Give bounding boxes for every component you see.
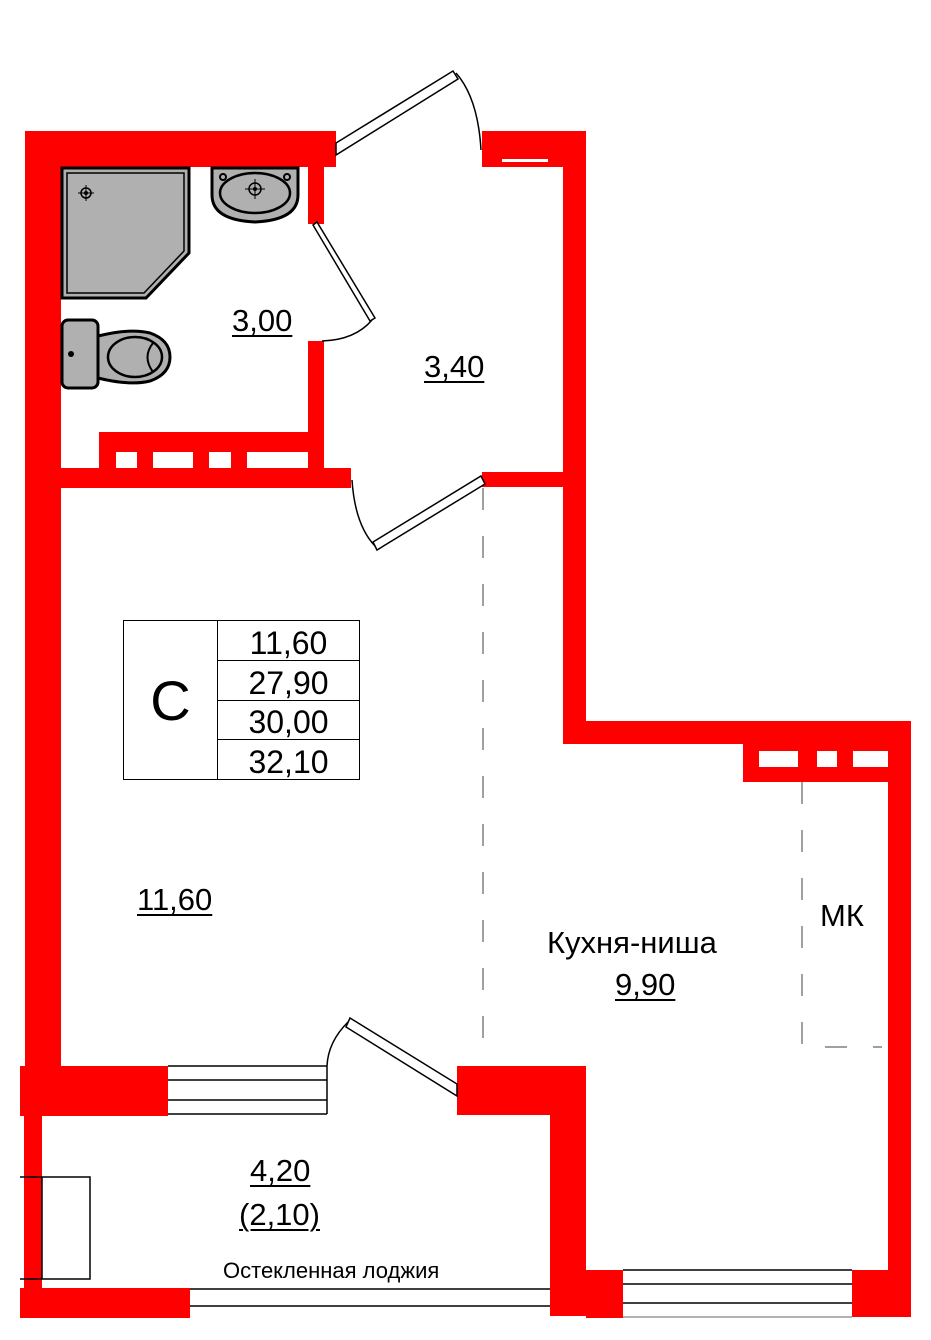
shaft-openings <box>119 159 888 767</box>
wall-living-bottom-left <box>20 1066 168 1116</box>
summary-area-without-loggia: 27,90 <box>218 661 359 701</box>
kitchen-area-label: 9,90 <box>615 967 676 1002</box>
entrance-door-swing-icon <box>335 69 482 157</box>
summary-values: 11,60 27,90 30,00 32,10 <box>218 621 359 779</box>
bathroom-area-label: 3,00 <box>232 303 293 338</box>
kitchen-window-icon <box>623 1269 852 1318</box>
doors <box>312 69 486 1098</box>
wall-right-outer <box>888 721 911 1317</box>
wall-loggia-left <box>24 1100 42 1318</box>
loggia-reduced-area-label: (2,10) <box>239 1197 320 1232</box>
bathroom-door-swing-icon <box>312 220 377 342</box>
wall-left-outer <box>25 131 61 1091</box>
wall-kitchen-bottom-left <box>586 1270 623 1318</box>
loggia-glazing-icon <box>190 1288 550 1307</box>
living-room-area-label: 11,60 <box>137 882 213 917</box>
summary-area-reduced: 30,00 <box>218 701 359 741</box>
summary-total-area: 32,10 <box>248 744 329 780</box>
loggia-cabinet <box>41 1176 91 1280</box>
toilet-icon <box>60 318 172 390</box>
wall-shaft-post-2 <box>137 432 153 472</box>
living-window-icon <box>168 1065 328 1115</box>
loggia-door-swing-icon <box>326 1016 458 1098</box>
wall-loggia-bottom-left <box>20 1288 190 1318</box>
wall-shaft-post-4 <box>231 432 247 472</box>
apartment-summary-table: С 11,60 27,90 30,00 32,10 <box>123 620 360 780</box>
loggia-name-label: Остекленная лоджия <box>223 1258 440 1283</box>
living-door-swing-icon <box>351 474 486 552</box>
wall-loggia-right <box>550 1066 586 1316</box>
wall-bathroom-partition-lower <box>308 341 324 476</box>
wall-bathroom-partition-upper <box>308 167 324 224</box>
apartment-type-label: С <box>124 621 218 779</box>
windows <box>20 1065 852 1318</box>
wall-shaft-post-1 <box>99 432 116 472</box>
hallway-area-label: 3,40 <box>424 349 485 384</box>
wall-kitchen-bottom-right <box>852 1270 911 1317</box>
wall-bathroom-bottom <box>61 468 351 488</box>
walls <box>20 131 911 1318</box>
summary-living-area: 11,60 <box>218 621 359 661</box>
wall-kitchen-top <box>563 721 911 744</box>
washbasin-icon <box>210 166 300 224</box>
wall-top-left <box>25 131 336 167</box>
wall-hallway-right <box>563 131 586 744</box>
shower-tray-icon <box>60 166 191 300</box>
kitchen-name-label: Кухня-ниша <box>547 925 717 960</box>
wall-hallway-bottom <box>482 472 586 487</box>
mk-label: МК <box>820 898 864 933</box>
loggia-area-label: 4,20 <box>250 1153 311 1188</box>
wall-shaft-post-3 <box>193 432 209 472</box>
